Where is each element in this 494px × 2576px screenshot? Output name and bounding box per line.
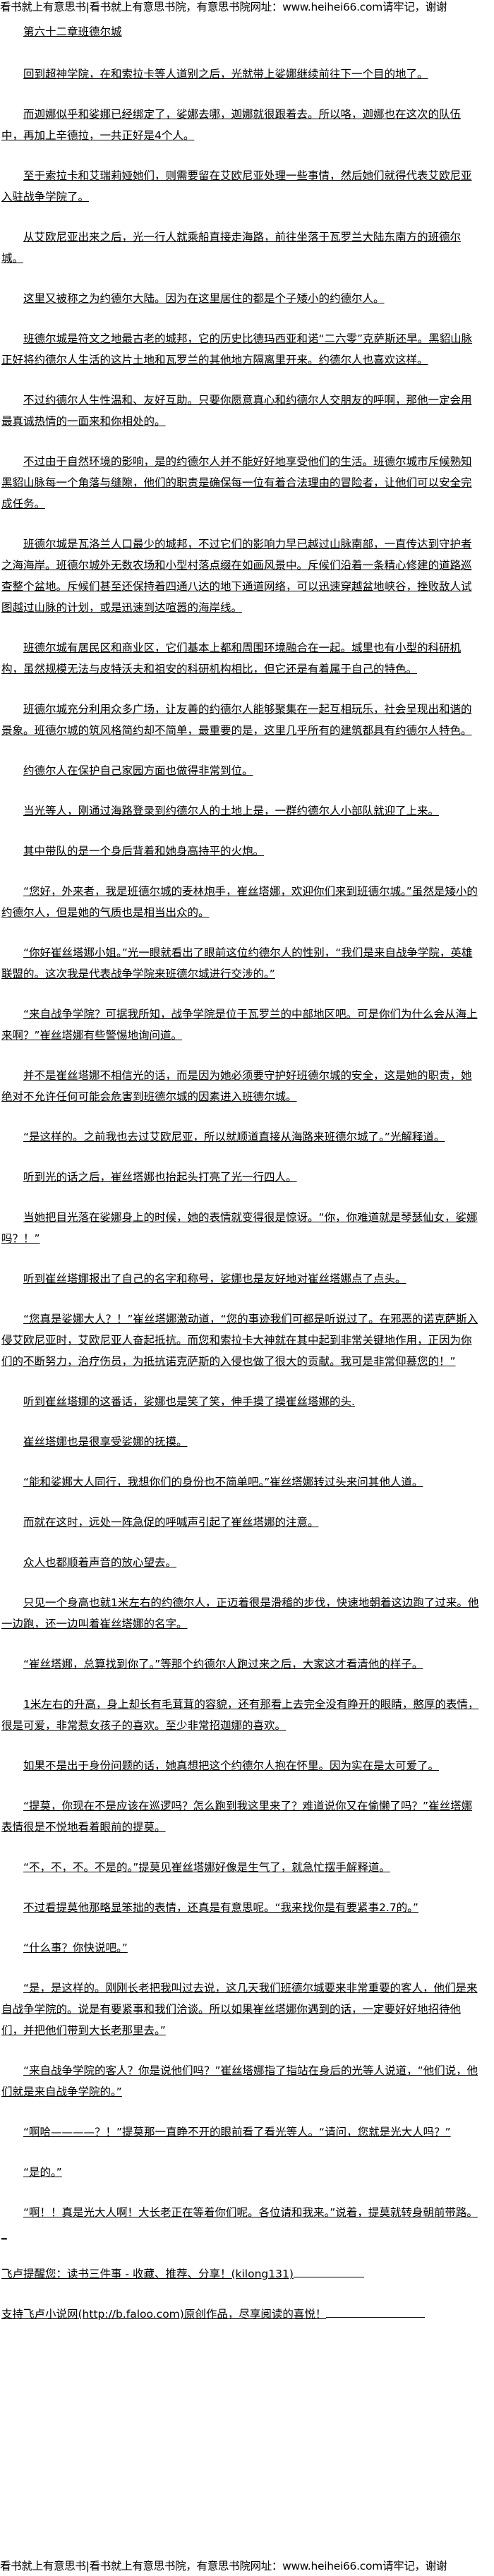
paragraph-text: 回到超神学院，在和索拉卡等人道别之后，光就带上娑娜继续前往下一个目的地了。 xyxy=(23,68,428,80)
paragraph-text: “提莫，你现在不是应该在巡逻吗？怎么跑到我这里来了？难道说你又在偷懒了吗？”崔丝… xyxy=(1,1800,473,1834)
paragraph: 班德尔城充分利用众多广场，让友善的约德尔人能够聚集在一起互相玩乐，社会呈现出和谐… xyxy=(1,699,481,741)
site-banner-bottom: 看书就上有意思书|看书就上有意思书院，有意思书院网址：www.heihei66.… xyxy=(0,2560,447,2572)
paragraph-text: “是的。” xyxy=(23,2166,62,2179)
paragraph: 其中带队的是一个身后背着和她身高持平的火炮。 xyxy=(1,841,481,862)
chapter-title-text: 第六十二章班德尔城 xyxy=(23,25,122,38)
paragraph: 班德尔城是瓦洛兰人口最少的城邦，不过它们的影响力早已越过山脉南部，一直传达到守护… xyxy=(1,534,481,618)
promo-reminder-text: 飞卢提醒您：读书三件事 - 收藏、推荐、分享！(kilong131) xyxy=(1,2268,294,2280)
paragraph: “啊哈————？！”提莫那一直睁不开的眼前看了看光等人。“请问，您就是光大人吗？… xyxy=(1,2121,481,2143)
promo-support: 支持飞卢小说网(http://b.faloo.com)原创作品，尽享阅读的喜悦！ xyxy=(1,2304,481,2325)
paragraph-text: “是，是这样的。刚刚长老把我叫过去说，这几天我们班德尔城要来非常重要的客人，他们… xyxy=(1,1982,478,2037)
paragraph: 不过由于自然环境的影响，是的约德尔人并不能好好地享受他们的生活。班德尔城市斥候熟… xyxy=(1,451,481,514)
paragraph-text: 听到崔丝塔娜的这番话，娑娜也是笑了笑，伸手摸了摸崔丝塔娜的头. xyxy=(23,1395,355,1408)
paragraph: “啊！！真是光大人啊！大长老正在等着你们呢。各位请和我来。”说着，提莫就转身朝前… xyxy=(1,2202,481,2244)
paragraph: 当她把目光落在娑娜身上的时候，她的表情就变得很是惊讶。“你，你难道就是琴瑟仙女，… xyxy=(1,1207,481,1249)
paragraph: 1米左右的升高，身上却长有毛茸茸的容貌，还有那看上去完全没有睁开的眼睛，憨厚的表… xyxy=(1,1694,481,1736)
paragraph-text: 众人也都顺着声音的放心望去。 xyxy=(23,1556,177,1569)
paragraph: 从艾欧尼亚出来之后，光一行人就乘船直接走海路，前往坐落于瓦罗兰大陆东南方的班德尔… xyxy=(1,227,481,269)
paragraph: 班德尔城是符文之地最古老的城邦，它的历史比德玛西亚和诺“二六零”克萨斯还早。黑貂… xyxy=(1,328,481,371)
paragraph-text: 班德尔城有居民区和商业区，它们基本上都和周围环境融合在一起。城里也有小型的科研机… xyxy=(1,642,462,675)
paragraph-text: “是这样的。之前我也去过艾欧尼亚，所以就顺道直接从海路来班德尔城了。”光解释道。 xyxy=(23,1131,445,1143)
paragraph-text: 崔丝塔娜也是很享受娑娜的抚摸。 xyxy=(23,1436,188,1448)
paragraph-text: “崔丝塔娜，总算找到你了。”等那个约德尔人跑过来之后，大家这才看清他的样子。 xyxy=(23,1658,423,1671)
paragraph-text: 约德尔人在保护自己家园方面也做得非常到位。 xyxy=(23,764,253,777)
paragraph-text: 听到光的话之后，崔丝塔娜也抬起头打亮了光一行四人。 xyxy=(23,1171,297,1184)
paragraph-text: “不，不，不。不是的。”提莫见崔丝塔娜好像是生气了，就急忙摆手解释道。 xyxy=(23,1861,390,1874)
paragraph-text: 其中带队的是一个身后背着和她身高持平的火炮。 xyxy=(23,845,265,857)
chapter-content: 第六十二章班德尔城 回到超神学院，在和索拉卡等人道别之后，光就带上娑娜继续前往下… xyxy=(1,21,481,2344)
paragraph: “不，不，不。不是的。”提莫见崔丝塔娜好像是生气了，就急忙摆手解释道。 xyxy=(1,1857,481,1878)
paragraph-text: 从艾欧尼亚出来之后，光一行人就乘船直接走海路，前往坐落于瓦罗兰大陆东南方的班德尔… xyxy=(1,231,462,265)
paragraph: 不过约德尔人生性温和、友好互助。只要你愿意真心和约德尔人交朋友的呼啊，那他一定会… xyxy=(1,390,481,432)
paragraph: 听到崔丝塔娜报出了自己的名字和称号，娑娜也是友好地对崔丝塔娜点了点头。 xyxy=(1,1268,481,1289)
paragraph: “什么事？你快说吧。” xyxy=(1,1937,481,1958)
paragraph-text: 1米左右的升高，身上却长有毛茸茸的容貌，还有那看上去完全没有睁开的眼睛，憨厚的表… xyxy=(1,1698,479,1732)
paragraph-text: 如果不是出于身份问题的话，她真想把这个约德尔人抱在怀里。因为实在是太可爱了。 xyxy=(23,1759,440,1772)
paragraph: 崔丝塔娜也是很享受娑娜的抚摸。 xyxy=(1,1431,481,1452)
paragraph-text: 只见一个身高也就1米左右的约德尔人，正迈着很是滑稽的步伐，快速地朝着这边跑了过来… xyxy=(1,1596,479,1630)
paragraph: 至于索拉卡和艾瑞莉娅她们，则需要留在艾欧尼亚处理一些事情，然后她们就得代表艾欧尼… xyxy=(1,165,481,207)
promo-support-link-text[interactable]: 支持飞卢小说网(http://b.faloo.com)原创作品，尽享阅读的喜悦！ xyxy=(1,2308,327,2321)
paragraph: “你好崔丝塔娜小姐。”光一眼就看出了眼前这位约德尔人的性别，“我们是来自战争学院… xyxy=(1,942,481,985)
paragraph-text: 这里又被称之为约德尔大陆。因为在这里居住的都是个子矮小的约德尔人。 xyxy=(23,292,385,305)
underline-filler xyxy=(293,2264,364,2277)
paragraph: “是的。” xyxy=(1,2162,481,2183)
paragraph-text: 并不是崔丝塔娜不相信光的话，而是因为她必须要守护好班德尔城的安全，这是她的职责，… xyxy=(1,1069,472,1103)
paragraph-text: “你好崔丝塔娜小姐。”光一眼就看出了眼前这位约德尔人的性别，“我们是来自战争学院… xyxy=(1,946,473,980)
paragraph: 约德尔人在保护自己家园方面也做得非常到位。 xyxy=(1,760,481,781)
paragraph: 不过看提莫他那略显笨拙的表情，还真是有意思呢。“我来找你是有要紧事2.7的。” xyxy=(1,1897,481,1918)
paragraph-text: “啊哈————？！”提莫那一直睁不开的眼前看了看光等人。“请问，您就是光大人吗？… xyxy=(23,2126,451,2138)
paragraph-text: 班德尔城是符文之地最古老的城邦，它的历史比德玛西亚和诺“二六零”克萨斯还早。黑貂… xyxy=(1,332,473,366)
paragraph: 班德尔城有居民区和商业区，它们基本上都和周围环境融合在一起。城里也有小型的科研机… xyxy=(1,637,481,680)
site-banner-top: 看书就上有意思书|看书就上有意思书院，有意思书院网址：www.heihei66.… xyxy=(0,1,447,13)
paragraph-text: 而就在这时，远处一阵急促的呼喊声引起了崔丝塔娜的注意。 xyxy=(23,1516,319,1529)
paragraph-text: “您真是娑娜大人？！”崔丝塔娜激动道，“您的事迹我们可都是听说过了。在邪恶的诺克… xyxy=(1,1313,478,1368)
paragraph: “来自战争学院的客人？你是说他们吗？”崔丝塔娜指了指站在身后的光等人说道，“他们… xyxy=(1,2060,481,2102)
paragraph: “您真是娑娜大人？！”崔丝塔娜激动道，“您的事迹我们可都是听说过了。在邪恶的诺克… xyxy=(1,1308,481,1372)
paragraph-text: “来自战争学院的客人？你是说他们吗？”崔丝塔娜指了指站在身后的光等人说道，“他们… xyxy=(1,2064,478,2098)
paragraph-text: 至于索拉卡和艾瑞莉娅她们，则需要留在艾欧尼亚处理一些事情，然后她们就得代表艾欧尼… xyxy=(1,169,472,203)
paragraph: “来自战争学院？可据我所知，战争学院是位于瓦罗兰的中部地区吧。可是你们为什么会从… xyxy=(1,1004,481,1046)
paragraph: 听到崔丝塔娜的这番话，娑娜也是笑了笑，伸手摸了摸崔丝塔娜的头. xyxy=(1,1391,481,1412)
paragraph: 而迦娜似乎和娑娜已经绑定了，娑娜去哪，迦娜就很跟着去。所以咯，迦娜也在这次的队伍… xyxy=(1,104,481,146)
paragraph: 众人也都顺着声音的放心望去。 xyxy=(1,1552,481,1573)
paragraph-text: 而迦娜似乎和娑娜已经绑定了，娑娜去哪，迦娜就很跟着去。所以咯，迦娜也在这次的队伍… xyxy=(1,108,462,142)
paragraph: 听到光的话之后，崔丝塔娜也抬起头打亮了光一行四人。 xyxy=(1,1167,481,1188)
chapter-title: 第六十二章班德尔城 xyxy=(1,21,481,42)
paragraph-text: 班德尔城是瓦洛兰人口最少的城邦，不过它们的影响力早已越过山脉南部，一直传达到守护… xyxy=(1,538,472,614)
paragraph-text: 当她把目光落在娑娜身上的时候，她的表情就变得很是惊讶。“你，你难道就是琴瑟仙女，… xyxy=(1,1211,478,1245)
paragraph: 并不是崔丝塔娜不相信光的话，而是因为她必须要守护好班德尔城的安全，这是她的职责，… xyxy=(1,1065,481,1107)
paragraph: “是，是这样的。刚刚长老把我叫过去说，这几天我们班德尔城要来非常重要的客人，他们… xyxy=(1,1978,481,2041)
paragraph: “提莫，你现在不是应该在巡逻吗？怎么跑到我这里来了？难道说你又在偷懒了吗？”崔丝… xyxy=(1,1795,481,1838)
paragraph-text: 当光等人，刚通过海路登录到约德尔人的土地上是，一群约德尔人小部队就迎了上来。 xyxy=(23,805,440,817)
paragraph: “崔丝塔娜，总算找到你了。”等那个约德尔人跑过来之后，大家这才看清他的样子。 xyxy=(1,1654,481,1675)
paragraph-text: “什么事？你快说吧。” xyxy=(23,1942,128,1954)
paragraph: 当光等人，刚通过海路登录到约德尔人的土地上是，一群约德尔人小部队就迎了上来。 xyxy=(1,800,481,821)
paragraph: 只见一个身高也就1米左右的约德尔人，正迈着很是滑稽的步伐，快速地朝着这边跑了过来… xyxy=(1,1592,481,1635)
paragraph: “能和娑娜大人同行，我想你们的身份也不简单吧。”崔丝塔娜转过头来问其他人道。 xyxy=(1,1471,481,1493)
paragraph: 如果不是出于身份问题的话，她真想把这个约德尔人抱在怀里。因为实在是太可爱了。 xyxy=(1,1755,481,1776)
paragraph-text: 不过由于自然环境的影响，是的约德尔人并不能好好地享受他们的生活。班德尔城市斥候熟… xyxy=(1,455,472,510)
paragraph-text: “来自战争学院？可据我所知，战争学院是位于瓦罗兰的中部地区吧。可是你们为什么会从… xyxy=(1,1008,478,1042)
paragraph-text: “您好，外来者，我是班德尔城的麦林炮手，崔丝塔娜，欢迎你们来到班德尔城。”虽然是… xyxy=(1,885,478,919)
paragraph-text: “啊！！真是光大人啊！大长老正在等着你们呢。各位请和我来。”说着，提莫就转身朝前… xyxy=(1,2206,478,2240)
paragraph-text: 听到崔丝塔娜报出了自己的名字和称号，娑娜也是友好地对崔丝塔娜点了点头。 xyxy=(23,1272,406,1285)
paragraph: “是这样的。之前我也去过艾欧尼亚，所以就顺道直接从海路来班德尔城了。”光解释道。 xyxy=(1,1126,481,1148)
paragraph-text: 不过约德尔人生性温和、友好互助。只要你愿意真心和约德尔人交朋友的呼啊，那他一定会… xyxy=(1,394,472,428)
paragraph-text: 不过看提莫他那略显笨拙的表情，还真是有意思呢。“我来找你是有要紧事2.7的。” xyxy=(23,1901,418,1914)
promo-reminder: 飞卢提醒您：读书三件事 - 收藏、推荐、分享！(kilong131) xyxy=(1,2263,481,2285)
paragraph-list: 回到超神学院，在和索拉卡等人道别之后，光就带上娑娜继续前往下一个目的地了。而迦娜… xyxy=(1,64,481,2244)
underline-filler xyxy=(326,2304,426,2318)
paragraph: “您好，外来者，我是班德尔城的麦林炮手，崔丝塔娜，欢迎你们来到班德尔城。”虽然是… xyxy=(1,881,481,923)
paragraph: 这里又被称之为约德尔大陆。因为在这里居住的都是个子矮小的约德尔人。 xyxy=(1,288,481,309)
paragraph-text: 班德尔城充分利用众多广场，让友善的约德尔人能够聚集在一起互相玩乐，社会呈现出和谐… xyxy=(1,703,472,737)
paragraph: 而就在这时，远处一阵急促的呼喊声引起了崔丝塔娜的注意。 xyxy=(1,1512,481,1533)
paragraph-text: “能和娑娜大人同行，我想你们的身份也不简单吧。”崔丝塔娜转过头来问其他人道。 xyxy=(23,1476,423,1488)
paragraph: 回到超神学院，在和索拉卡等人道别之后，光就带上娑娜继续前往下一个目的地了。 xyxy=(1,64,481,85)
